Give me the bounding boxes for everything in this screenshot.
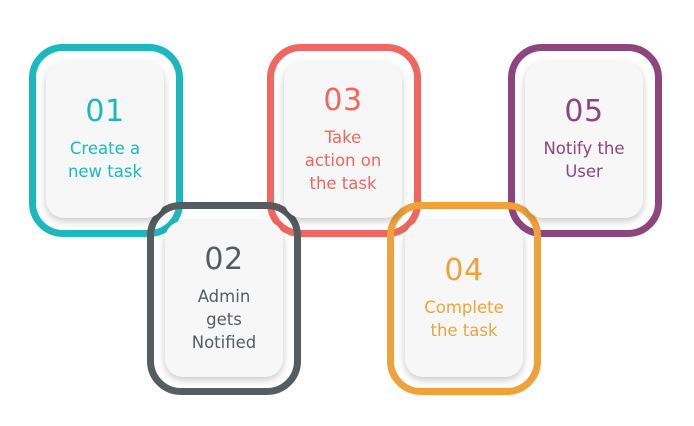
step-5-card: 05 Notify the User <box>525 62 643 218</box>
step-1-number: 01 <box>85 94 125 129</box>
step-5-frame <box>508 44 662 237</box>
step-3-frame <box>267 44 421 237</box>
step-2-label: Admin gets Notified <box>191 286 257 352</box>
step-3-card: 03 Take action on the task <box>284 62 402 218</box>
step-3-label: Take action on the task <box>304 127 382 193</box>
step-1-frame <box>29 44 183 237</box>
step-3-number: 03 <box>323 82 363 118</box>
step-4-number: 04 <box>444 253 484 288</box>
step-5-number: 05 <box>564 94 604 129</box>
step-2-card: 02 Admin gets Notified <box>165 221 283 377</box>
step-1-label: Create a new task <box>67 139 143 181</box>
step-1-card: 01 Create a new task <box>46 62 164 218</box>
step-5-label: Notify the User <box>543 139 625 181</box>
step-2-frame <box>147 202 301 395</box>
step-2-number: 02 <box>204 241 244 277</box>
step-4-card: 04 Complete the task <box>405 221 523 377</box>
step-4-frame <box>387 202 541 395</box>
step-4-label: Complete the task <box>424 298 504 340</box>
